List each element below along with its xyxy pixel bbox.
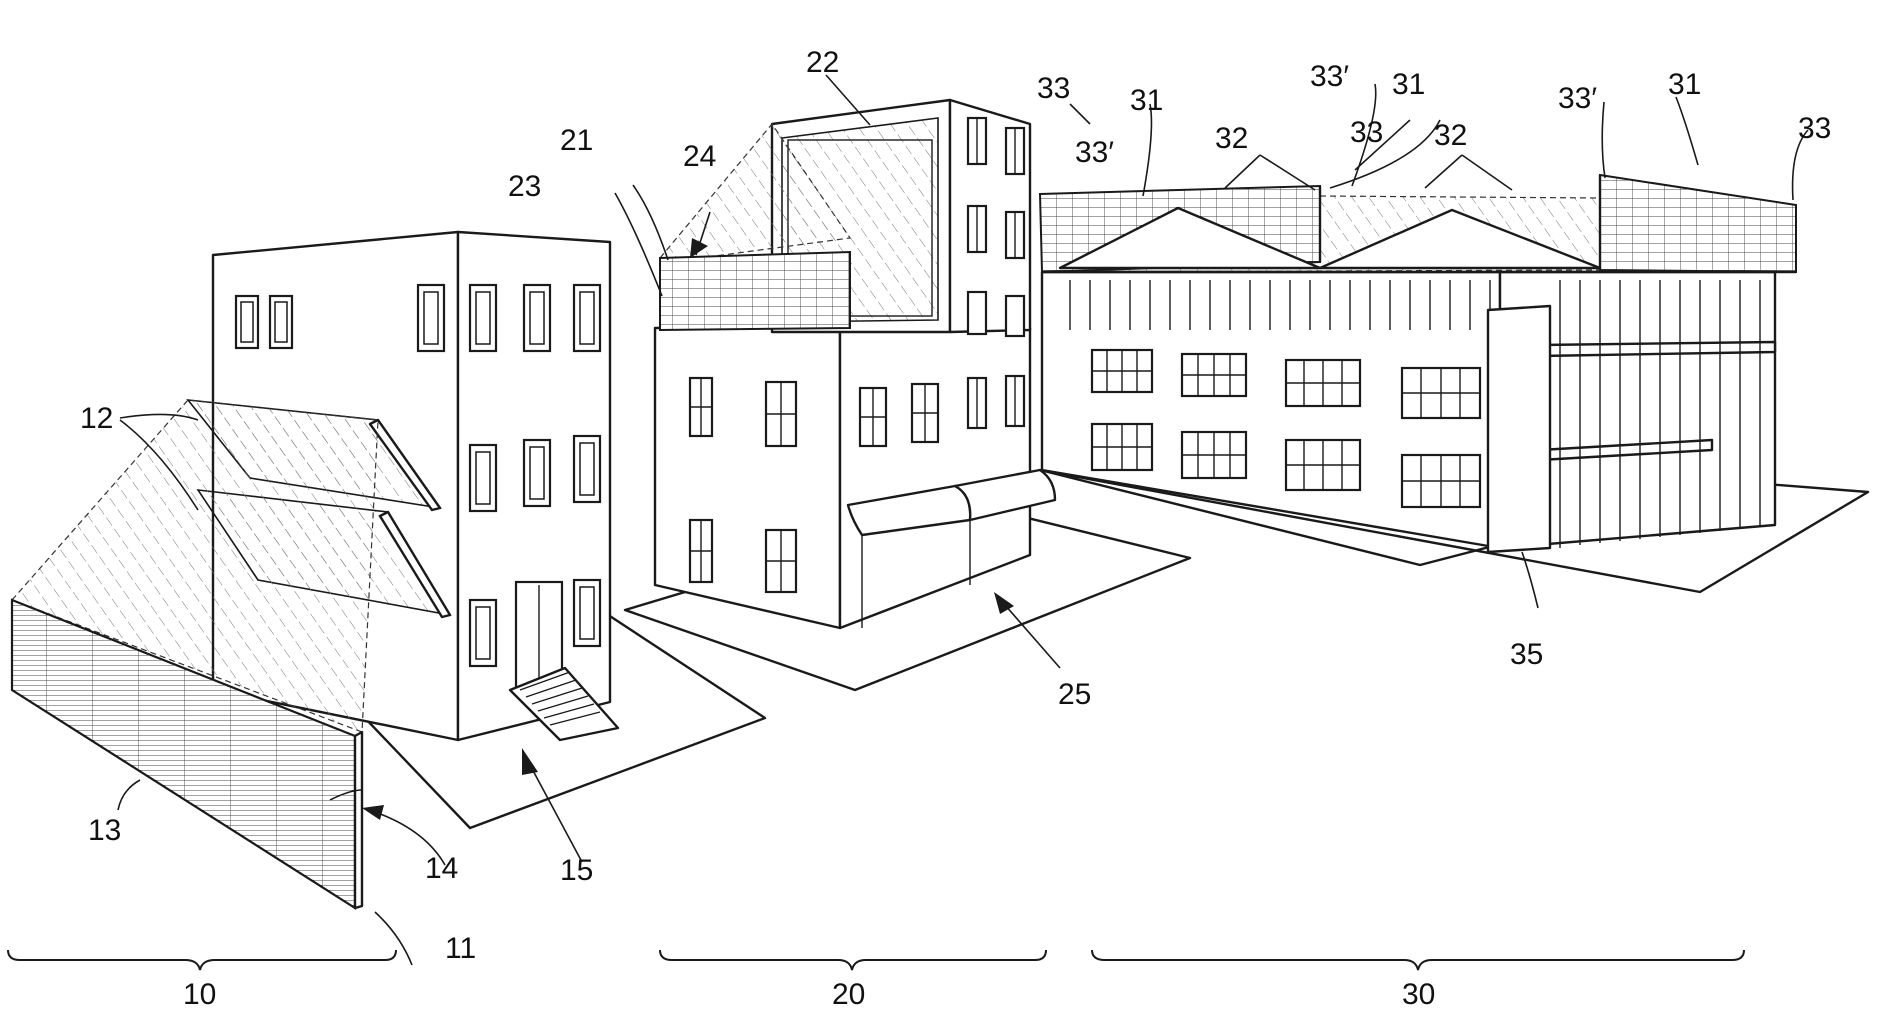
label-13: 13	[88, 814, 121, 847]
label-33pb: 33′	[1310, 60, 1349, 93]
label-12: 12	[80, 402, 113, 435]
label-31b: 31	[1392, 68, 1425, 101]
roof-panel-33-right	[1600, 175, 1796, 272]
label-25: 25	[1058, 678, 1091, 711]
building-20-lower-front	[655, 326, 840, 628]
panel-wall-edge	[355, 732, 362, 908]
label-33c: 33	[1798, 112, 1831, 145]
label-10: 10	[183, 978, 216, 1011]
label-35: 35	[1510, 638, 1543, 671]
label-33a: 33	[1037, 72, 1070, 105]
label-22: 22	[806, 46, 839, 79]
label-32b: 32	[1434, 119, 1467, 152]
label-15: 15	[560, 854, 593, 887]
label-33b: 33	[1350, 116, 1383, 149]
label-11: 11	[445, 932, 476, 965]
label-24: 24	[683, 140, 716, 173]
braces	[8, 950, 1744, 970]
label-33pa: 33′	[1075, 136, 1114, 169]
label-14: 14	[425, 852, 458, 885]
label-30: 30	[1402, 978, 1435, 1011]
label-20: 20	[832, 978, 865, 1011]
label-31a: 31	[1130, 84, 1163, 117]
label-31c: 31	[1668, 68, 1701, 101]
roof-panel-23	[660, 252, 850, 330]
building-30	[1040, 175, 1868, 592]
label-23: 23	[508, 170, 541, 203]
label-21: 21	[560, 124, 593, 157]
pillar-35	[1488, 306, 1550, 552]
label-33pc: 33′	[1558, 82, 1597, 115]
building-10	[12, 232, 765, 908]
label-32a: 32	[1215, 122, 1248, 155]
